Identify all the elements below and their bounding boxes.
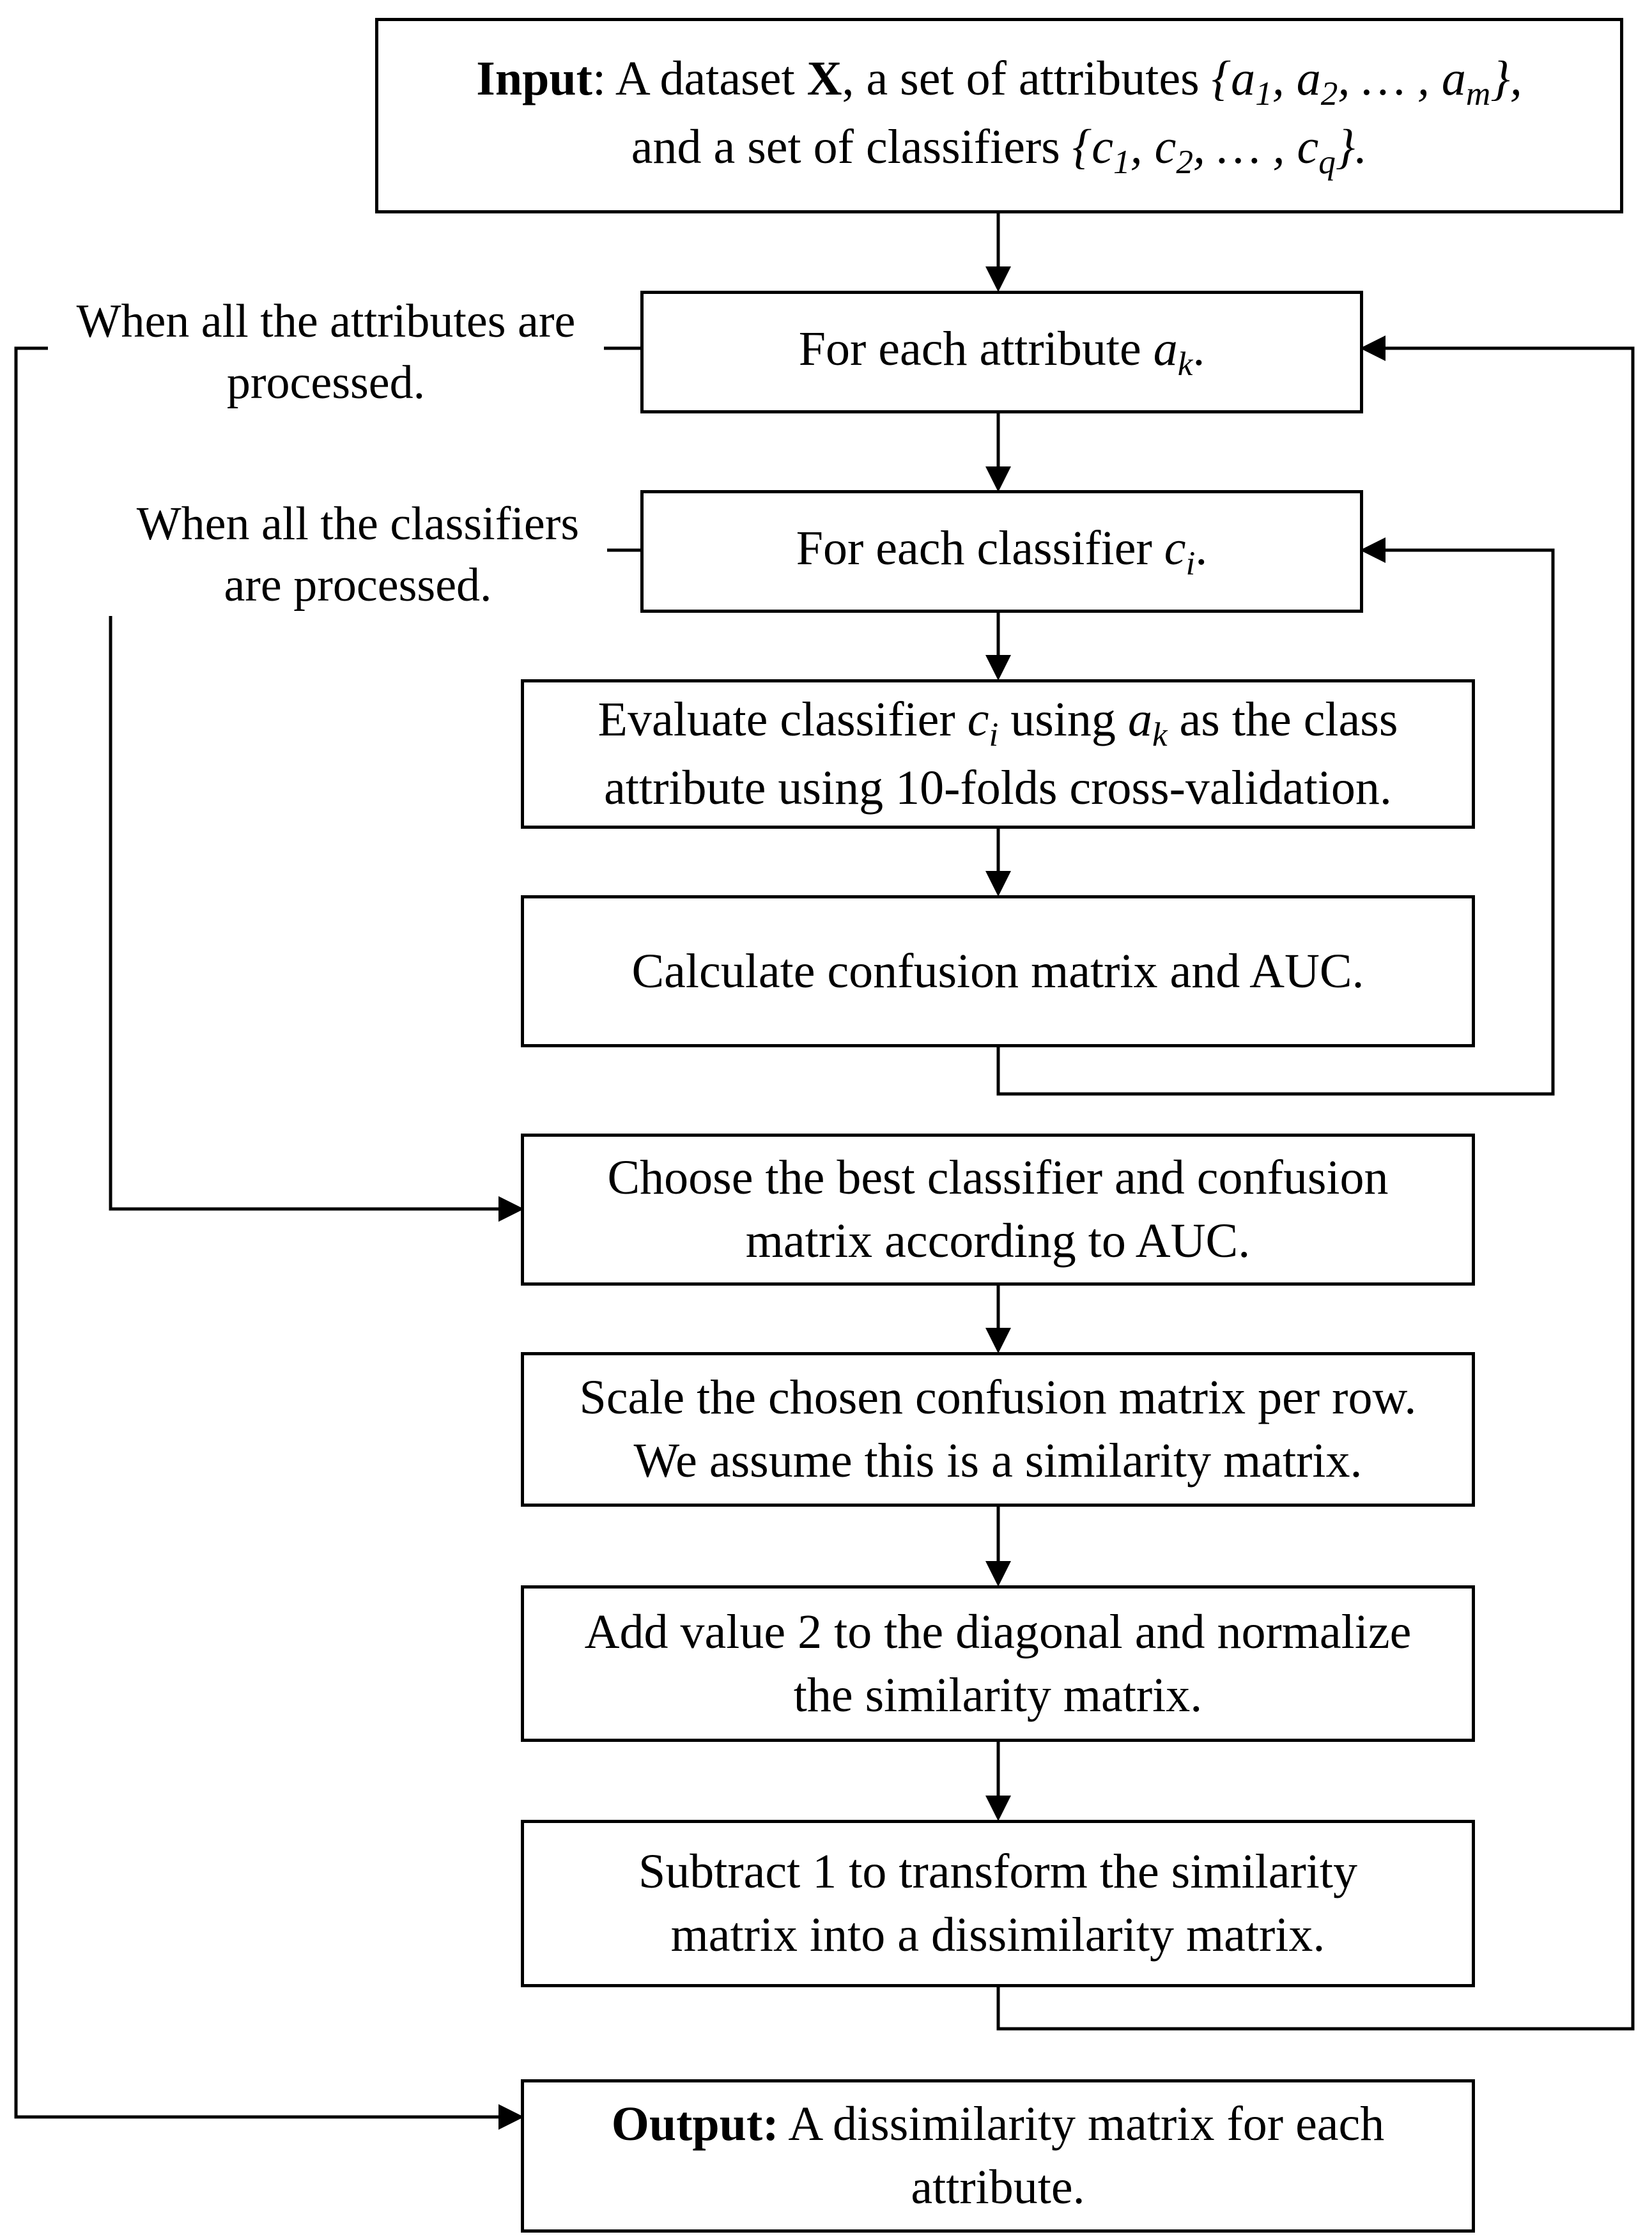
classifier-variable: ci [1164,521,1196,583]
classifier-loop-box: For each classifier ci. [640,490,1363,613]
attributes-set: {a1, a2, … , am}, [1211,51,1522,112]
input-label: Input [476,51,592,105]
add-box: Add value 2 to the diagonal and normaliz… [521,1585,1475,1742]
evaluate-box: Evaluate classifier ci using ak as the c… [521,679,1475,829]
dataset-symbol: X [807,51,842,105]
arrow-classifier-loop-back [996,537,1555,1096]
attributes-done-note: When all the attributes are processed. [48,291,604,414]
classifiers-done-note: When all the classifiers are processed. [109,493,607,617]
calculate-box: Calculate confusion matrix and AUC. [521,895,1475,1047]
scale-box: Scale the chosen confusion matrix per ro… [521,1352,1475,1507]
choose-box: Choose the best classifier and confusion… [521,1134,1475,1286]
attribute-loop-box: For each attribute ak. [640,291,1363,413]
input-box: Input: A dataset X, a set of attributes … [375,18,1623,213]
attribute-variable: ak [1153,322,1193,383]
classifiers-set: {c1, c2, … , cq}. [1072,120,1368,181]
arrow-attribute-loop-back [996,335,1635,2031]
arrow-classifiers-done-to-choose [109,548,640,1222]
output-box: Output: A dissimilarity matrix for each … [521,2079,1475,2233]
subtract-box: Subtract 1 to transform the similarity m… [521,1820,1475,1987]
output-label: Output: [611,2097,779,2151]
